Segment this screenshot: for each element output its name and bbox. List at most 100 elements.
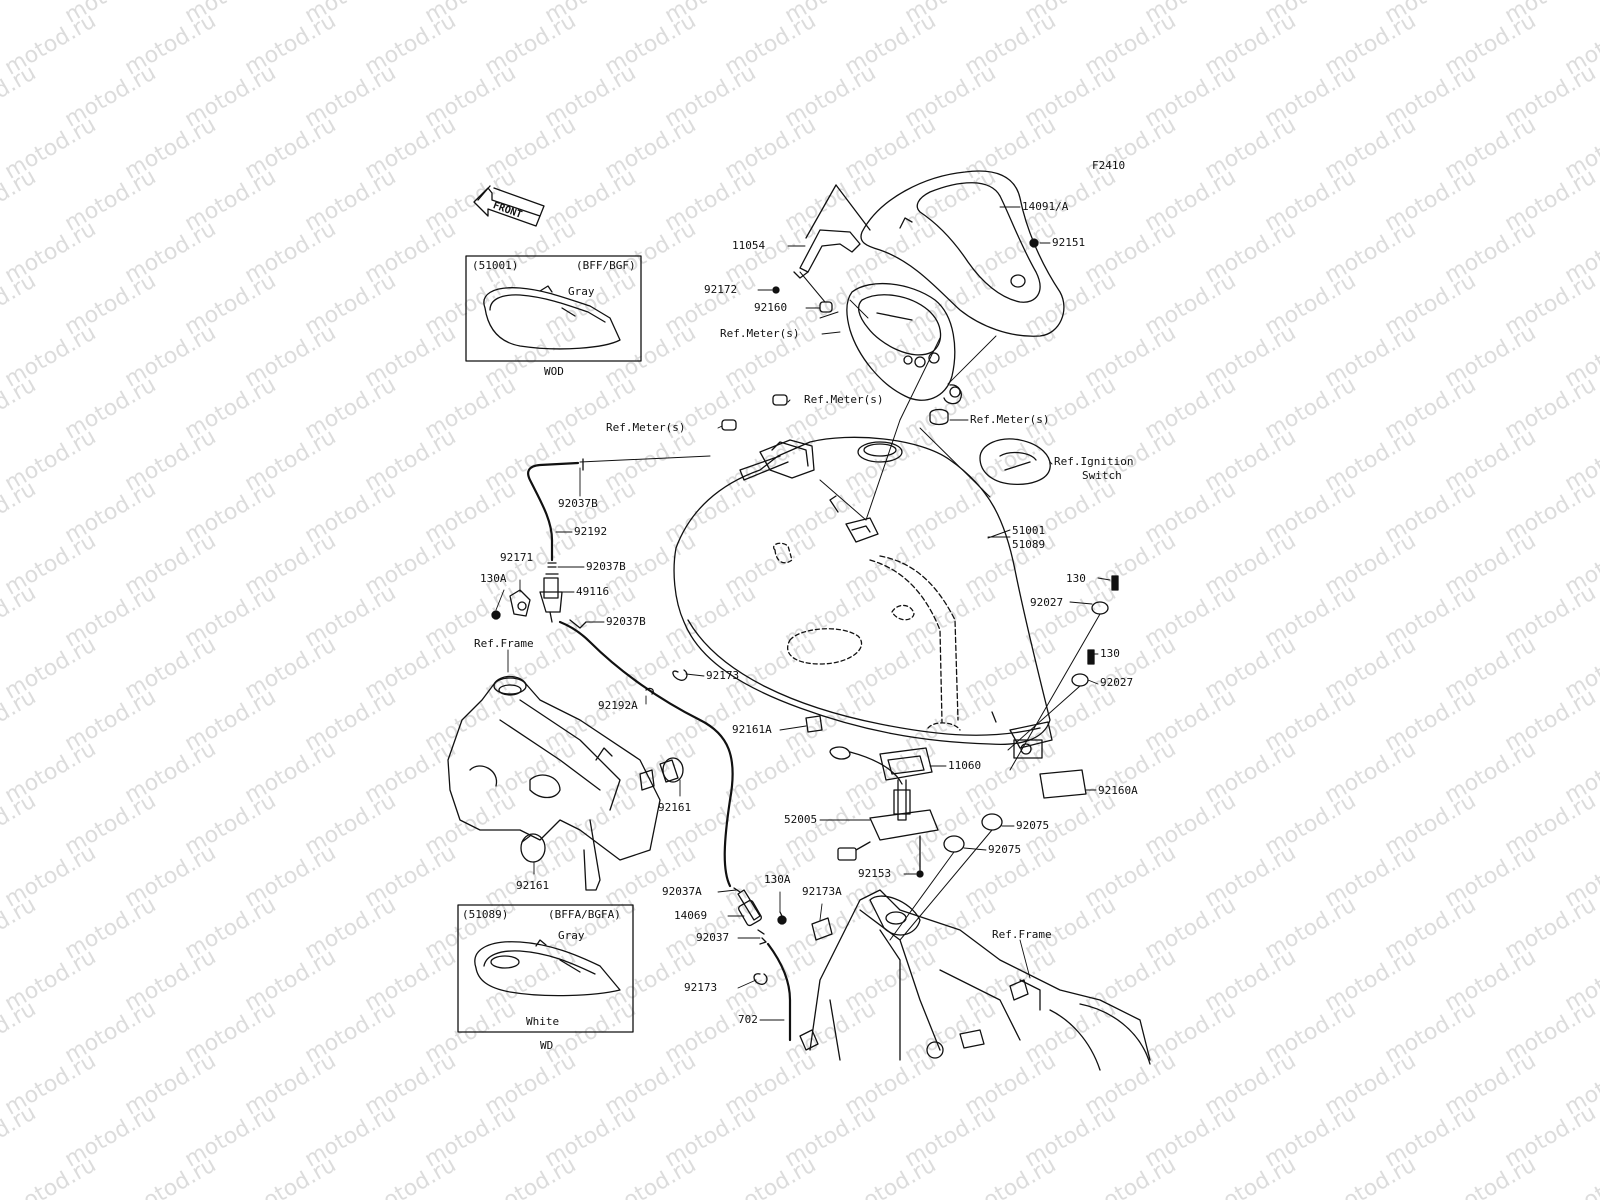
clip-92037-icon [759,937,767,945]
front-arrow-icon: FRONT [473,185,545,227]
callout-11054: 11054 [732,239,766,252]
callout-92192a: 92192A [598,699,638,712]
inset-top-part-no: (51001) [472,259,519,272]
front-label: FRONT [491,200,523,221]
callout-ref-meter-2: Ref.Meter(s) [804,393,884,406]
callout-92171: 92171 [500,551,534,564]
hose-702-icon [766,942,792,1042]
callout-92153: 92153 [858,867,892,880]
inset-top-frame [465,255,642,362]
callout-51001: 51001 [1012,524,1046,537]
callout-92027-2: 92027 [1100,676,1134,689]
damper-92075-icon [981,813,1003,831]
washer-92027-icon [1091,601,1109,615]
bolt-130-lower-icon [1087,649,1095,665]
damper-92161a-icon [805,715,823,733]
ignition-switch-icon [979,438,1051,486]
screw-92172-icon [772,286,780,294]
clamp-92173-lower-icon [753,973,768,985]
callout-92161-2: 92161 [516,879,550,892]
callout-92037b-3: 92037B [606,615,646,628]
grommet-ref-meter-3-icon [929,408,949,426]
callout-92037: 92037 [696,931,730,944]
screw-92153-icon [916,870,924,878]
callout-11060: 11060 [948,759,982,772]
inset-bottom-part-no: (51089) [462,908,509,921]
callout-92161a: 92161A [732,723,772,736]
callout-92161-1: 92161 [658,801,692,814]
callout-92173a: 92173A [802,885,842,898]
callout-702: 702 [738,1013,758,1026]
frame-left-icon [447,675,661,891]
clip-92037a-icon [733,887,741,893]
clip-92037b-icon [569,619,587,629]
callout-92160a: 92160A [1098,784,1138,797]
callout-92075-2: 92075 [988,843,1022,856]
callout-92037b-2: 92037B [586,560,626,573]
fuel-pump-icon [829,746,939,861]
inset-top-footer: WOD [544,365,564,378]
callout-ref-frame-2: Ref.Frame [992,928,1052,941]
callout-92173-2: 92173 [684,981,718,994]
callout-14069: 14069 [674,909,708,922]
meter-cover-icon [860,170,1065,337]
meter-unit-icon [846,282,962,405]
inset-top-variant: (BFF/BGF) [576,259,636,272]
inset-bottom-color-top: Gray [558,929,585,942]
callout-ref-ignition-2: Switch [1082,469,1122,482]
callout-92172: 92172 [704,283,738,296]
callout-52005: 52005 [784,813,818,826]
inset-bottom-frame [457,904,634,1033]
callout-92075-1: 92075 [1016,819,1050,832]
callout-14091a: 14091/A [1022,200,1069,213]
inset-bottom-footer: WD [540,1039,554,1052]
damper-92161-lower-icon [520,833,546,863]
inset-bottom-tank-icon [474,939,621,997]
callout-92192: 92192 [574,525,608,538]
callout-92173-1: 92173 [706,669,740,682]
bolt-130-icon [1111,575,1119,591]
inset-bottom-color-bottom: White [526,1015,560,1028]
fuel-tank-icon [673,436,1053,759]
fuel-filter-icon [737,889,765,935]
callout-92027-1: 92027 [1030,596,1064,609]
bracket-92171-icon [509,589,531,617]
callout-92160: 92160 [754,301,788,314]
callout-130-2: 130 [1100,647,1120,660]
callout-130a-1: 130A [480,572,507,585]
callout-92151: 92151 [1052,236,1086,249]
frame-lower-icon [799,889,1151,1071]
pad-92160a-icon [1039,769,1087,799]
callout-92037b-1: 92037B [558,497,598,510]
callout-ref-frame-1: Ref.Frame [474,637,534,650]
callout-ref-ignition-1: Ref.Ignition [1054,455,1134,468]
bolt-130a-icon [491,610,501,620]
bolt-130a-lower-icon [777,915,787,925]
hose-92192a-icon [558,620,734,888]
inset-bottom-variant: (BFFA/BGFA) [548,908,621,921]
damper-92075-lower-icon [943,835,965,853]
grommet-ref-meter-1-icon [772,394,788,406]
callout-ref-meter-3: Ref.Meter(s) [606,421,686,434]
callout-ref-meter-1: Ref.Meter(s) [720,327,800,340]
grommet-92160-icon [819,301,833,313]
inset-top-color: Gray [568,285,595,298]
washer-92027-lower-icon [1071,673,1089,687]
callout-49116: 49116 [576,585,610,598]
clamp-92173-icon [672,669,688,681]
damper-92161-icon [639,757,684,791]
inset-top-tank-icon [483,285,621,350]
bracket-icon [793,229,861,279]
grommet-ref-meter-2-icon [721,419,737,431]
screw-92151-icon [1029,238,1039,248]
hose-92192-icon [527,458,584,568]
tap-49116-icon [539,573,563,623]
callout-51089: 51089 [1012,538,1046,551]
callout-92037a: 92037A [662,885,702,898]
callout-130-1: 130 [1066,572,1086,585]
clamp-92173a-icon [811,917,833,941]
figure-code: F2410 [1092,159,1126,172]
callout-ref-meter-4: Ref.Meter(s) [970,413,1050,426]
